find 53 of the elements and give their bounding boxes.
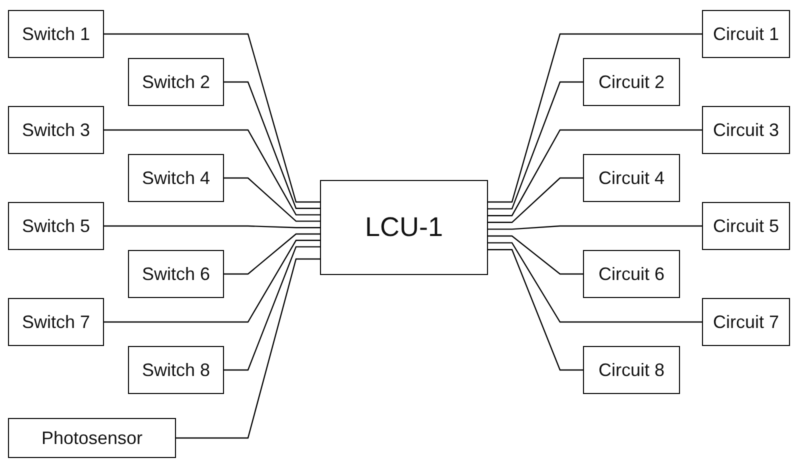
node-label: Circuit 1 xyxy=(712,24,779,44)
wire xyxy=(488,81,583,210)
device-box xyxy=(128,58,224,106)
wire xyxy=(488,177,583,223)
node-label: LCU-1 xyxy=(364,212,444,243)
device-box xyxy=(702,106,790,154)
node-label: Photosensor xyxy=(41,428,143,448)
device-box xyxy=(702,298,790,346)
device-box xyxy=(8,202,104,250)
device-box xyxy=(583,154,680,202)
wire xyxy=(488,242,702,323)
device-box xyxy=(583,250,680,298)
device-box xyxy=(8,10,104,58)
node-label: Switch 7 xyxy=(22,312,90,332)
wire xyxy=(104,33,320,203)
node-label: Switch 4 xyxy=(142,168,210,188)
node-label: Circuit 7 xyxy=(712,312,779,332)
wire xyxy=(224,246,320,371)
device-box xyxy=(128,154,224,202)
wire xyxy=(224,233,320,275)
controller-box xyxy=(320,180,488,275)
node-label: Switch 6 xyxy=(142,264,210,284)
node-label: Switch 5 xyxy=(22,216,90,236)
device-box xyxy=(583,346,680,394)
node-label: Switch 3 xyxy=(22,120,90,140)
wire xyxy=(488,33,702,203)
node-label: Switch 1 xyxy=(22,24,90,44)
node-label: Circuit 4 xyxy=(598,168,664,188)
device-box xyxy=(583,58,680,106)
node-label: Circuit 5 xyxy=(712,216,779,236)
wire xyxy=(224,177,320,222)
device-box xyxy=(8,106,104,154)
wire xyxy=(488,235,583,275)
node-label: Circuit 3 xyxy=(712,120,779,140)
device-box xyxy=(128,250,224,298)
wire xyxy=(104,240,320,323)
wire xyxy=(104,225,320,228)
device-box xyxy=(8,418,176,458)
device-box xyxy=(702,202,790,250)
device-box xyxy=(8,298,104,346)
node-label: Circuit 8 xyxy=(598,360,664,380)
wire xyxy=(488,225,702,230)
wire xyxy=(488,129,702,216)
wire xyxy=(104,129,320,216)
wire xyxy=(224,81,320,209)
node-label: Switch 2 xyxy=(142,72,210,92)
node-label: Switch 8 xyxy=(142,360,210,380)
wire xyxy=(488,249,583,371)
node-label: Circuit 2 xyxy=(598,72,664,92)
wire xyxy=(176,258,320,439)
device-box xyxy=(702,10,790,58)
node-label: Circuit 6 xyxy=(598,264,664,284)
device-box xyxy=(128,346,224,394)
